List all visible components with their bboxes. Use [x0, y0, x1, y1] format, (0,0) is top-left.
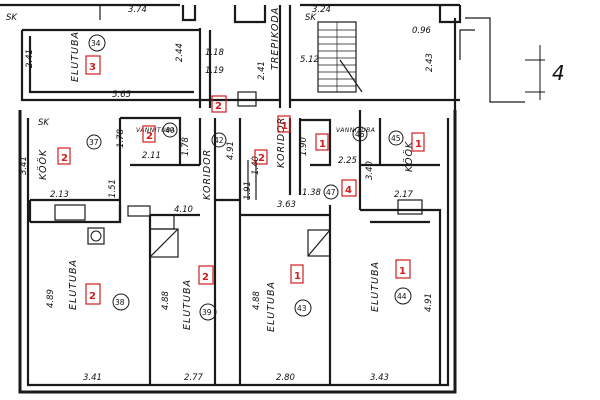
area-box-39 — [198, 265, 214, 285]
dim-2-25: 2.25 — [338, 156, 357, 166]
building-walls — [0, 3, 525, 394]
area-box-37 — [57, 147, 71, 165]
dim-4-89: 4.89 — [46, 289, 56, 308]
area-box-46 — [315, 133, 329, 151]
area-value-tambur: 2 — [215, 101, 222, 112]
room-label-kook-37: KÖÖK — [38, 149, 49, 180]
tag-sk-2: SK — [38, 118, 50, 128]
dim-4-88: 4.88 — [161, 290, 171, 310]
plan-number-45: 45 — [391, 134, 401, 143]
dim-1-51: 1.51 — [108, 179, 118, 198]
dim-1-19: 1.19 — [205, 66, 224, 76]
area-value-40: 2 — [146, 131, 153, 142]
area-value-39: 2 — [202, 272, 209, 283]
room-label-elutuba-34: ELUTUBA — [70, 31, 81, 82]
dim-3-63: 3.63 — [277, 200, 296, 210]
dim-1-38: 1.38 — [302, 188, 322, 198]
section-marker: 4 — [525, 45, 565, 100]
area-box-43 — [290, 264, 304, 284]
dim-2-13: 2.13 — [50, 190, 69, 200]
tags: SK SK SK — [6, 13, 317, 128]
tag-sk-3: SK — [305, 13, 317, 23]
dim-1-91: 1.91 — [243, 181, 253, 200]
section-marker-label: 4 — [552, 61, 565, 85]
tag-sk-1: SK — [6, 13, 18, 23]
area-value-37: 2 — [61, 153, 68, 164]
dim-2-11: 2.11 — [142, 151, 161, 161]
interior-walls — [28, 110, 442, 385]
dim-2-41b: 2.41 — [257, 61, 267, 80]
room-label-koridor-42: KORIDOR — [202, 149, 213, 200]
dim-2-41: 2.41 — [25, 49, 35, 68]
area-value-38: 2 — [89, 291, 96, 302]
stairwell — [317, 21, 363, 93]
area-box-34 — [85, 55, 101, 75]
plan-numbers: 34 37 40 42 46 45 47 38 39 43 44 — [86, 34, 412, 321]
dim-2-17: 2.17 — [394, 190, 414, 200]
area-value-koridor: 1 — [281, 121, 288, 132]
area-value-44: 1 — [399, 266, 406, 277]
room-label-elutuba-39: ELUTUBA — [182, 279, 193, 330]
area-value-42: 2 — [258, 153, 265, 164]
room-label-trepikoda: TREPIKODA — [270, 7, 281, 70]
area-value-47: 4 — [345, 185, 352, 196]
dim-5-12: 5.12 — [300, 55, 319, 65]
area-box-45 — [411, 132, 425, 152]
area-box-44 — [395, 259, 411, 279]
area-box-42 — [254, 149, 268, 165]
plan-number-47: 47 — [326, 188, 336, 197]
room-label-elutuba-44: ELUTUBA — [370, 261, 381, 312]
area-value-46: 1 — [319, 139, 326, 150]
dim-1-18: 1.18 — [205, 48, 225, 58]
area-box-koridor — [277, 115, 291, 133]
dim-1-78b: 1.78 — [181, 136, 191, 156]
plan-number-46: 46 — [355, 130, 365, 139]
dim-bottom-2: 2.77 — [184, 373, 204, 383]
room-label-kook-45: KÖÖK — [404, 141, 415, 172]
room-label-vannituba-46: VANNITUBA — [336, 127, 375, 134]
dim-bottom-3: 2.80 — [276, 373, 295, 383]
dim-4-88b: 4.88 — [252, 290, 262, 310]
area-value-43: 1 — [294, 271, 301, 282]
plan-number-40: 40 — [165, 126, 175, 135]
plan-number-44: 44 — [397, 292, 407, 301]
area-box-tambur — [211, 95, 227, 113]
area-markers: 3 2 2 2 2 1 1 1 4 2 2 1 1 — [57, 55, 425, 305]
dim-3-41: 3.41 — [19, 156, 29, 175]
area-box-47 — [341, 179, 357, 197]
room-label-koridor: KORIDOR — [276, 117, 287, 168]
dim-1-90: 1.90 — [299, 137, 309, 156]
plan-number-38: 38 — [115, 298, 125, 307]
room-label-elutuba-38: ELUTUBA — [68, 259, 79, 310]
dim-3-40: 3.40 — [365, 161, 375, 180]
dim-bottom-1: 3.41 — [83, 373, 102, 383]
room-label-elutuba-43: ELUTUBA — [266, 281, 277, 332]
plan-number-34: 34 — [91, 39, 101, 48]
dim-2-43: 2.43 — [425, 53, 435, 72]
dim-4-10: 4.10 — [174, 205, 193, 215]
dim-1-78: 1.78 — [116, 128, 126, 148]
dimensions: 3.74 3.24 2.41 2.44 5.65 1.18 1.19 2.41 … — [19, 5, 435, 383]
dim-2-44: 2.44 — [175, 43, 185, 62]
dim-1-40: 1.40 — [251, 156, 261, 175]
plan-number-42: 42 — [214, 136, 224, 145]
room-labels: ELUTUBA KÖÖK VANNITUBA TREPIKODA KORIDOR… — [38, 7, 415, 332]
area-value-45: 1 — [415, 139, 422, 150]
dim-0-96: 0.96 — [412, 26, 432, 36]
dim-4-91: 4.91 — [226, 141, 236, 160]
fixtures — [54, 91, 423, 258]
area-value-34: 3 — [89, 62, 96, 73]
plan-number-37: 37 — [89, 138, 99, 147]
area-box-38 — [85, 283, 101, 305]
dim-5-65: 5.65 — [112, 90, 131, 100]
plan-number-39: 39 — [202, 308, 212, 317]
dim-bottom-4: 3.43 — [370, 373, 389, 383]
dim-4-91b: 4.91 — [424, 293, 434, 312]
dim-top-left: 3.74 — [128, 5, 147, 15]
dim-top-right: 3.24 — [312, 5, 331, 15]
plan-number-43: 43 — [297, 304, 307, 313]
area-box-40 — [142, 125, 156, 143]
